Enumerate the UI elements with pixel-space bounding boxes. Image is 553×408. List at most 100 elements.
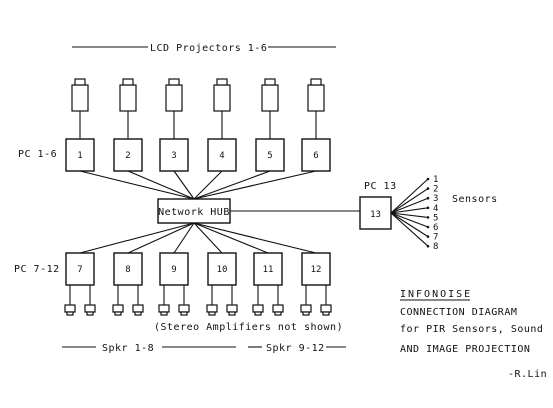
sensor-cable bbox=[390, 212, 429, 247]
network-cable bbox=[193, 222, 223, 254]
pc-number: 9 bbox=[171, 265, 176, 275]
network-cable bbox=[173, 222, 195, 254]
network-cable bbox=[79, 170, 195, 200]
pc-box bbox=[301, 138, 331, 172]
pc-number: 1 bbox=[77, 151, 82, 161]
sensor-node bbox=[426, 177, 430, 181]
stereo-amplifiers-note: (Stereo Amplifiers not shown) bbox=[154, 322, 343, 333]
speaker-base bbox=[208, 311, 216, 316]
pc13-box bbox=[359, 196, 392, 230]
sensor-node bbox=[426, 235, 430, 238]
sensor-node bbox=[426, 187, 430, 190]
speaker-base bbox=[134, 311, 142, 316]
speaker-base bbox=[160, 311, 168, 316]
network-hub bbox=[157, 198, 231, 224]
pc-box bbox=[207, 252, 237, 286]
sensor-node bbox=[426, 196, 430, 200]
sensor-number: 7 bbox=[433, 233, 438, 243]
network-cable bbox=[193, 170, 317, 200]
speaker-icon bbox=[132, 304, 144, 313]
sensor-cable bbox=[390, 212, 429, 228]
sensor-cable bbox=[390, 207, 429, 214]
sensor-number: 5 bbox=[433, 213, 438, 223]
speaker-base bbox=[228, 311, 236, 316]
speaker-base bbox=[180, 311, 188, 316]
speaker-base bbox=[322, 311, 330, 316]
pc-box bbox=[207, 138, 237, 172]
projector-lens bbox=[168, 78, 180, 86]
speaker-icon bbox=[158, 304, 170, 313]
sensor-cable bbox=[390, 212, 429, 238]
network-cables bbox=[79, 170, 317, 254]
speaker-icon bbox=[112, 304, 124, 313]
pc-number: 7 bbox=[77, 265, 82, 275]
sensor-number: 1 bbox=[433, 175, 438, 185]
sensor-number: 3 bbox=[433, 194, 438, 204]
speaker-base bbox=[302, 311, 310, 316]
pc-box bbox=[159, 252, 189, 286]
speaker-base bbox=[86, 311, 94, 316]
pc13-label: PC 13 bbox=[364, 181, 397, 192]
projector-lens bbox=[74, 78, 86, 86]
network-cable bbox=[193, 170, 271, 200]
pc-box bbox=[301, 252, 331, 286]
network-cable bbox=[127, 222, 195, 254]
network-cable bbox=[79, 222, 195, 254]
pc13-number: 13 bbox=[370, 210, 381, 220]
projector-lens bbox=[122, 78, 134, 86]
sensor-number: 4 bbox=[433, 204, 438, 214]
pc-number: 6 bbox=[313, 151, 318, 161]
description-line-3: AND IMAGE PROJECTION bbox=[400, 344, 530, 355]
pc-top-label: PC 1-6 bbox=[18, 149, 57, 160]
spkr-a-label: Spkr 1-8 bbox=[102, 343, 154, 354]
projector-icon bbox=[165, 84, 183, 112]
speaker-icon bbox=[206, 304, 218, 313]
pc-number: 11 bbox=[263, 265, 274, 275]
pc-number: 5 bbox=[267, 151, 272, 161]
pc-box bbox=[65, 252, 95, 286]
projector-icon bbox=[119, 84, 137, 112]
speaker-base bbox=[254, 311, 262, 316]
pc-box bbox=[253, 252, 283, 286]
speaker-icon bbox=[320, 304, 332, 313]
speaker-base bbox=[66, 311, 74, 316]
pc-box bbox=[113, 138, 143, 172]
pc-number: 8 bbox=[125, 265, 130, 275]
pc-bottom-label: PC 7-12 bbox=[14, 264, 60, 275]
sensor-node bbox=[426, 206, 430, 210]
network-cable bbox=[127, 170, 195, 200]
projector-lens bbox=[264, 78, 276, 86]
sensor-node bbox=[426, 225, 430, 229]
sensor-number: 8 bbox=[433, 242, 438, 252]
sensor-number: 2 bbox=[433, 185, 438, 195]
projector-row bbox=[71, 78, 325, 139]
pc-box bbox=[255, 138, 285, 172]
description-line-1: CONNECTION DIAGRAM bbox=[400, 307, 517, 318]
projector-icon bbox=[307, 84, 325, 112]
sensors-label: Sensors bbox=[452, 194, 498, 205]
pc-box bbox=[113, 252, 143, 286]
pc-number: 4 bbox=[219, 151, 224, 161]
speaker-icon bbox=[84, 304, 96, 313]
projector-lens bbox=[216, 78, 228, 86]
spkr-b-label: Spkr 9-12 bbox=[266, 343, 325, 354]
projector-icon bbox=[261, 84, 279, 112]
pc-number: 2 bbox=[125, 151, 130, 161]
network-hub-label: Network HUB bbox=[158, 207, 230, 218]
projectors-label: LCD Projectors 1-6 bbox=[150, 43, 267, 54]
sensor-cable bbox=[390, 178, 429, 214]
network-cable bbox=[173, 170, 195, 200]
speaker-icon bbox=[252, 304, 264, 313]
projector-icon bbox=[213, 84, 231, 112]
sensor-cable bbox=[390, 188, 429, 214]
sensor-number: 6 bbox=[433, 223, 438, 233]
speaker-icon bbox=[300, 304, 312, 313]
pc-box bbox=[65, 138, 95, 172]
speaker-icon bbox=[178, 304, 190, 313]
network-cable bbox=[193, 222, 317, 254]
signature: -R.Lin 2 bbox=[508, 369, 553, 380]
